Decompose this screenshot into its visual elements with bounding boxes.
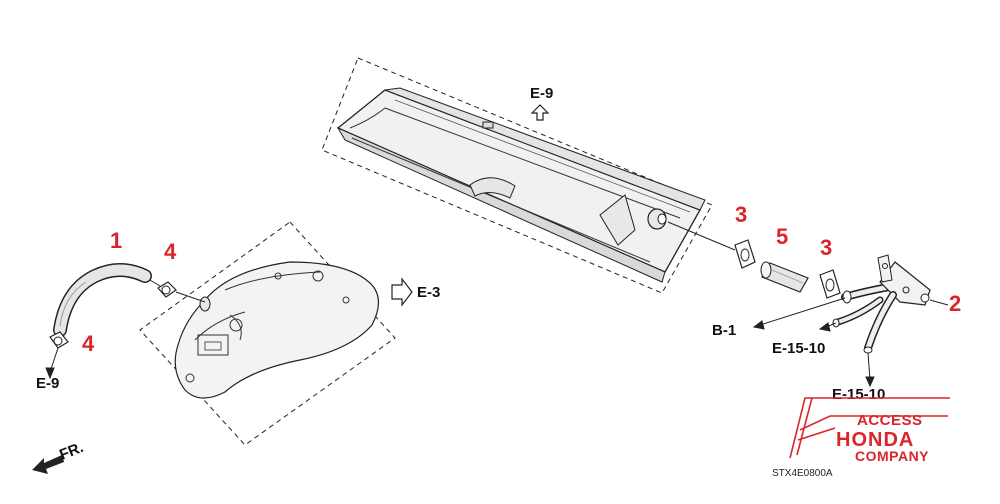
hose-part-5 (760, 261, 809, 293)
ref-label-e9-left: E-9 (36, 375, 59, 392)
arrow-up-icon (530, 104, 550, 121)
manifold-body (174, 261, 380, 399)
access-honda-logo: ACCESS HONDA COMPANY (789, 397, 950, 464)
front-direction-label: FR. (57, 439, 86, 464)
clamp-part-3-left (734, 239, 756, 269)
callout-4-upper: 4 (164, 239, 177, 264)
logo-line-2: HONDA (836, 429, 914, 451)
ref-label-e3: E-3 (417, 284, 440, 301)
callout-1: 1 (110, 228, 122, 253)
logo-f-mark-icon (789, 397, 950, 459)
logo-line-3: COMPANY (855, 448, 929, 464)
intake-manifold-group (139, 221, 413, 446)
clamp-part-4-lower (49, 331, 69, 349)
callout-5: 5 (776, 224, 788, 249)
ref-label-e15-10-a: E-15-10 (772, 340, 825, 357)
callout-2: 2 (949, 291, 961, 316)
pcv-hose-part-1 (53, 263, 152, 337)
clamp-part-4-upper (157, 281, 177, 298)
front-arrow-icon (32, 455, 64, 474)
callout-3-left: 3 (735, 202, 747, 227)
callout-3-right: 3 (820, 235, 832, 260)
drawing-code: STX4E0800A (772, 468, 833, 479)
head-cover-group (321, 57, 713, 294)
callout-4-lower: 4 (82, 331, 95, 356)
logo-line-1: ACCESS (857, 412, 923, 429)
arrow-right-icon (391, 277, 413, 307)
head-cover-dashed-box (321, 57, 713, 294)
ref-label-e15-10-b: E-15-10 (832, 386, 885, 403)
clamp-part-3-right (819, 269, 841, 299)
pcv-pipe-part-2 (832, 254, 931, 354)
leader-lines (45, 221, 949, 388)
manifold-dashed-box (139, 221, 396, 446)
ref-label-e9-top: E-9 (530, 85, 553, 102)
ref-label-b1: B-1 (712, 322, 736, 339)
